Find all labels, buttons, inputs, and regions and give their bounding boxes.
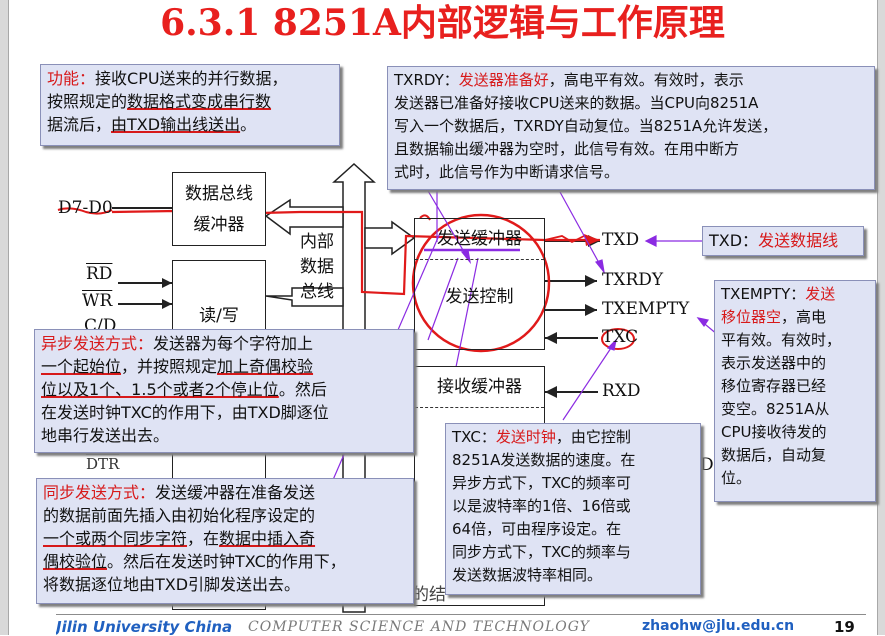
txc-callout: TXC：发送时钟，由它控制 8251A发送数据的速度。在 异步方式下，TXC的频… (445, 423, 701, 595)
read-write-label: 读/写 (199, 306, 239, 326)
red-circle (411, 213, 551, 353)
function-line2-pre: 按照规定的 (47, 92, 128, 111)
async-line3-rest: 。然后 (278, 380, 327, 399)
data-bus-buffer-label-1: 数据总线 (185, 184, 253, 204)
left-edge-strip (0, 0, 9, 635)
internal-bus-label: 内部 数据 总线 (292, 230, 342, 305)
partial-structure-text: 的结 (412, 585, 446, 605)
async-line5: 地串行发送出去。 (41, 426, 170, 445)
txrdy-line1-rest: ，高电平有效。有效时，表示 (548, 71, 744, 89)
bus-to-rw-arrow (265, 287, 344, 307)
async-line2-ul2: 加上奇偶校验 (217, 357, 314, 376)
bus-to-txbuffer-arrow (364, 220, 416, 256)
txrdy-line2: 发送器已准备好接收CPU送来的数据。当CPU向8251A (394, 94, 759, 112)
footer-email[interactable]: zhaohw@jlu.edu.cn (642, 618, 795, 634)
txc-line2: 8251A发送数据的速度。在 (452, 451, 636, 469)
slide-title: 6.3.1 8251A内部逻辑与工作原理 (160, 2, 725, 44)
sync-line5: 将数据逐位地由TXD引脚发送出去。 (43, 575, 301, 594)
internal-bus-label-1: 内部 (300, 232, 334, 252)
txempty-line6: 变空。8251A从 (721, 400, 830, 418)
pin-txrdy: TXRDY (602, 270, 664, 290)
txempty-line4: 表示发送器中的 (721, 354, 827, 372)
async-callout: 异步发送方式：发送器为每个字符加上 一个起始位，并按照规定加上奇偶校验 位以及1… (34, 329, 414, 453)
sync-line1-rest: 发送缓冲器在准备发送 (155, 483, 316, 502)
pin-dtr: DTR (86, 455, 120, 473)
txempty-line8: 数据后，自动复 (721, 446, 827, 464)
txd-callout-label-red: 发送数据线 (758, 231, 839, 250)
txc-line7: 发送数据波特率相同。 (452, 566, 603, 584)
bus-to-buffer-left-arrow (264, 198, 344, 236)
sync-line2: 的数据前面先插入由初始化程序设定的 (43, 506, 316, 525)
internal-bus-label-3: 总线 (300, 282, 334, 302)
async-line1-rest: 发送器为每个字符加上 (153, 334, 314, 353)
internal-bus-label-2: 数据 (300, 257, 334, 277)
txrdy-label-red: 发送器准备好 (458, 71, 549, 89)
page-number: 19 (834, 618, 855, 636)
footer-divider (56, 614, 866, 615)
tx-buffer-label: 发送缓冲器 (415, 219, 544, 260)
sync-line4-ul: 偶校验位 (43, 552, 108, 571)
right-edge-strip (877, 0, 885, 635)
data-bus-buffer-label-2: 缓冲器 (193, 215, 245, 235)
function-line3-pre: 据流后， (47, 115, 112, 134)
data-bus-buffer-block: 数据总线 缓冲器 (172, 172, 266, 246)
function-callout: 功能：接收CPU送来的并行数据， 按照规定的数据格式变成串行数 据流后，由TXD… (40, 64, 340, 146)
sync-label: 同步发送方式： (43, 483, 156, 502)
txc-line6: 同步方式下，TXC的频率与 (452, 543, 631, 561)
function-line2-ul: 数据格式变成串行数 (127, 92, 272, 111)
pin-d-partial: D (700, 455, 714, 475)
function-line3-post: 。 (240, 115, 257, 134)
pin-txd: TXD (602, 230, 640, 250)
txempty-line3: 平有效。有效时， (721, 331, 842, 349)
transmitter-block: 发送缓冲器 发送控制 (414, 218, 545, 350)
txrdy-line4: 且数据输出缓冲器为空时，此信号有效。在用中断方 (394, 140, 740, 158)
txc-line1-rest: ，由它控制 (555, 428, 631, 446)
txempty-line7: CPU接收待发的 (721, 423, 827, 441)
txd-callout-label: TXD： (709, 231, 759, 250)
sync-line3-ul2: 数据中插入奇 (219, 529, 316, 548)
footer-subject: COMPUTER SCIENCE AND TECHNOLOGY (248, 619, 590, 635)
txc-line3: 异步方式下，TXC的频率可 (452, 474, 631, 492)
txempty-label-red2: 移位器空 (721, 308, 782, 326)
async-line2-ul: 一个起始位 (41, 357, 122, 376)
tx-control-label: 发送控制 (445, 287, 514, 307)
txempty-line9: 位。 (721, 469, 752, 487)
rx-buffer-label: 接收缓冲器 (415, 367, 544, 408)
txempty-callout: TXEMPTY：发送 移位器空，高电 平有效。有效时， 表示发送器中的 移位寄存… (714, 280, 876, 502)
sync-line4-rest: 。然后在发送时钟TXC的作用下， (107, 552, 346, 571)
txrdy-line3: 写入一个数据后，TXRDY自动复位。当8251A允许发送， (394, 117, 778, 135)
footer-university: Jilin University China (56, 618, 233, 635)
txrdy-callout: TXRDY：发送器准备好，高电平有效。有效时，表示 发送器已准备好接收CPU送来… (387, 66, 875, 190)
function-line1: 接收CPU送来的并行数据， (95, 69, 288, 88)
txc-label-red: 发送时钟 (495, 428, 556, 446)
async-line2-rest: ，并按照规定 (121, 357, 218, 376)
pin-rd: RD (86, 264, 113, 284)
txd-callout: TXD：发送数据线 (702, 226, 864, 256)
txc-label: TXC： (452, 428, 496, 446)
sync-callout: 同步发送方式：发送缓冲器在准备发送 的数据前面先插入由初始化程序设定的 一个或两… (36, 478, 414, 604)
txrdy-line5: 式时，此信号作为中断请求信号。 (394, 163, 620, 181)
txempty-label-red1: 发送 (805, 285, 836, 303)
txc-line5: 64倍，可由程序设定。在 (452, 520, 622, 538)
function-line3-ul: 由TXD输出线送出 (111, 115, 241, 134)
pin-rxd: RXD (602, 381, 641, 401)
txempty-line2-rest: ，高电 (781, 308, 827, 326)
txempty-line5: 移位寄存器已经 (721, 377, 827, 395)
txc-line4: 以是波特率的1倍、16倍或 (452, 497, 631, 515)
txempty-label: TXEMPTY： (721, 285, 806, 303)
pin-wr: WR (82, 291, 113, 311)
function-label: 功能： (47, 69, 96, 88)
sync-line3-ul: 一个或两个同步字符 (43, 529, 188, 548)
async-label: 异步发送方式： (41, 334, 154, 353)
async-line4: 在发送时钟TXC的作用下，由TXD脚逐位 (41, 403, 329, 422)
sync-line3-mid: ，在 (187, 529, 220, 548)
async-line3-ul: 位以及1个、1.5个或者2个停止位 (41, 380, 279, 399)
pin-d7-d0: D7-D0 (58, 198, 113, 218)
pin-txc: TXC (602, 327, 639, 347)
txrdy-label: TXRDY： (394, 71, 459, 89)
pin-txempty: TXEMPTY (602, 299, 690, 319)
